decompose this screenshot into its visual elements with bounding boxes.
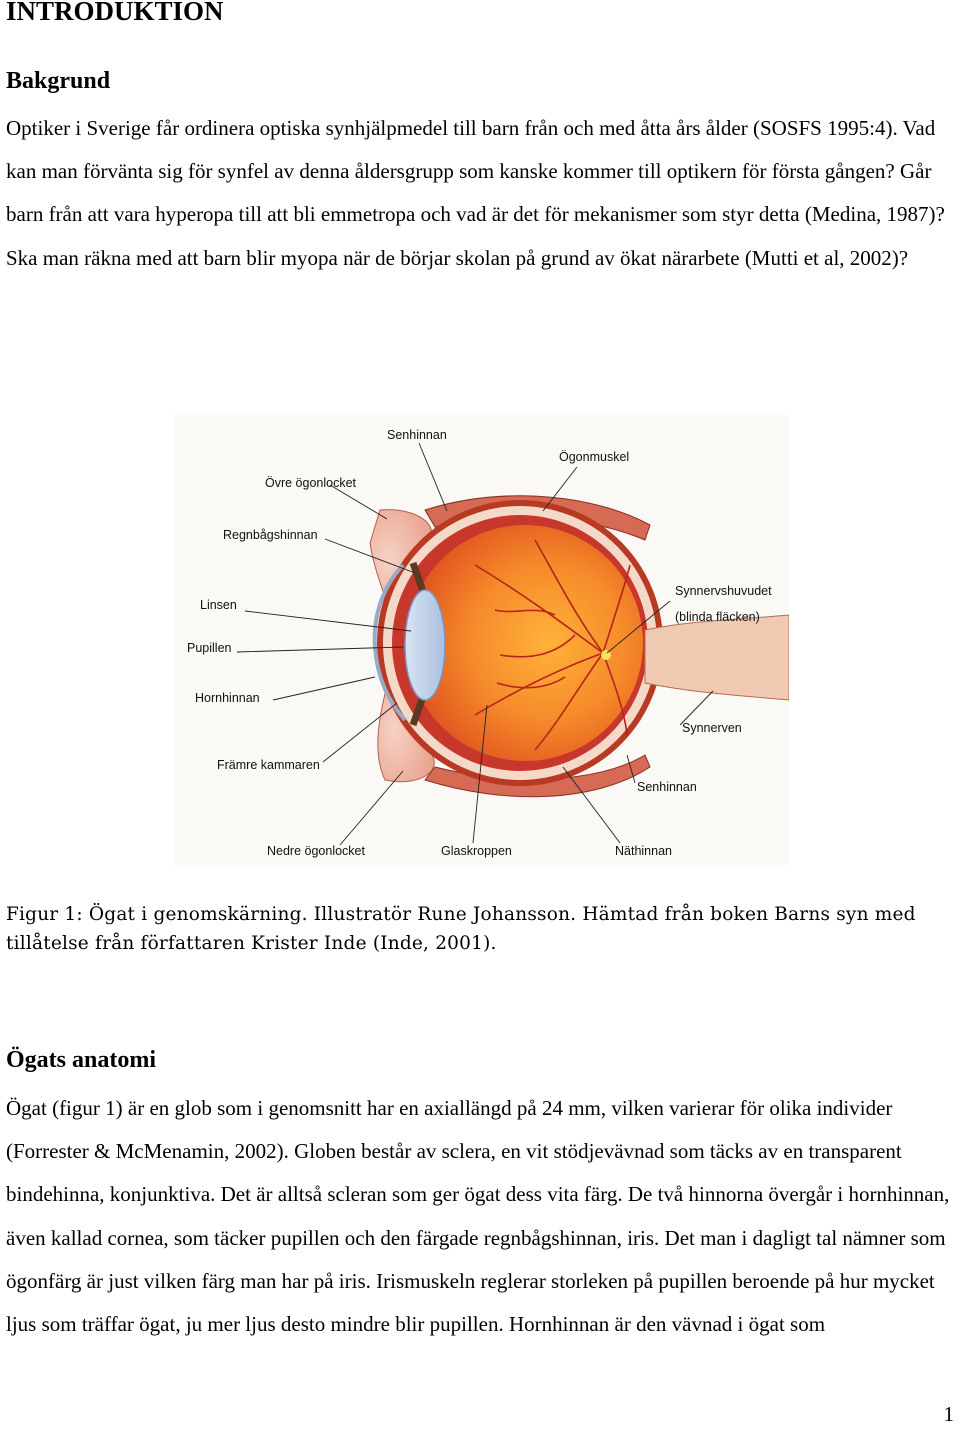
paragraph-bakgrund: Optiker i Sverige får ordinera optiska s…: [6, 116, 945, 270]
label-synnervshuvudet: Synnervshuvudet: [675, 584, 772, 598]
label-senhinnan-top: Senhinnan: [387, 428, 447, 442]
page-heading: INTRODUKTION: [6, 0, 224, 26]
section-title-ogats-anatomi: Ögats anatomi: [6, 1047, 156, 1073]
label-synnerven: Synnerven: [682, 721, 742, 735]
label-glaskroppen: Glaskroppen: [441, 844, 512, 858]
label-senhinnan-bottom: Senhinnan: [637, 780, 697, 794]
label-hornhinnan: Hornhinnan: [195, 691, 260, 705]
label-ogonmuskel: Ögonmuskel: [559, 450, 629, 464]
label-nathinnan: Näthinnan: [615, 844, 672, 858]
label-blinda-flacken: (blinda fläcken): [675, 610, 760, 624]
label-nedre-ogonlocket: Nedre ögonlocket: [267, 844, 366, 858]
paragraph-ogats-anatomi: Ögat (figur 1) är en glob som i genomsni…: [6, 1096, 950, 1337]
section-title-bakgrund: Bakgrund: [6, 68, 111, 94]
label-regnbagshinnan: Regnbågshinnan: [223, 528, 318, 542]
label-framre-kammaren: Främre kammaren: [217, 758, 320, 772]
label-pupillen: Pupillen: [187, 641, 232, 655]
page-number: 1: [943, 1402, 955, 1426]
label-linsen: Linsen: [200, 598, 237, 612]
eye-cross-section-figure: Senhinnan Ögonmuskel Övre ögonlocket Reg…: [175, 415, 789, 865]
label-ovre-ogonlocket: Övre ögonlocket: [265, 476, 357, 490]
figure-caption: Figur 1: Ögat i genomskärning. Illustrat…: [6, 904, 916, 954]
